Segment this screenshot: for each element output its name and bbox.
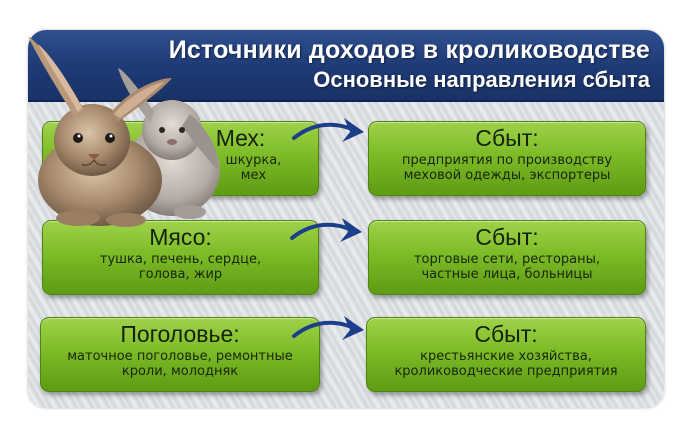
sales-title-livestock: Сбыт: [474,321,538,347]
sales-box-meat: Сбыт: торговые сети, рестораны, частные … [368,220,646,295]
sales-line: крестьянские хозяйства, [420,349,592,364]
sales-line: торговые сети, рестораны, [413,252,601,267]
source-line: голова, жир [138,267,223,282]
curved-arrow-icon [290,218,362,242]
source-title-livestock: Поголовье: [120,321,240,347]
source-line: тушка, печень, сердце, [99,252,262,267]
source-line: кроли, молодняк [121,364,239,379]
source-text-livestock: маточное поголовье, ремонтные кроли, мол… [41,349,319,379]
source-title-meat: Мясо: [149,224,212,250]
sales-line: предприятия по производству [401,153,613,168]
source-line: маточное поголовье, ремонтные [67,349,293,364]
sales-box-livestock: Сбыт: крестьянские хозяйства, кроликовод… [366,317,646,392]
source-text-fur: шкурка, мех [43,153,318,183]
source-text-meat: тушка, печень, сердце, голова, жир [43,252,318,282]
sales-text-meat: торговые сети, рестораны, частные лица, … [369,252,645,282]
source-box-meat: Мясо: тушка, печень, сердце, голова, жир [42,220,319,295]
source-title-fur: Мех: [215,125,266,151]
sales-line: меховой одежды, экспортеры [403,168,611,183]
rabbit-illustration [28,36,220,227]
source-line: мех [240,168,267,183]
sales-line: кролиководческие предприятия [394,364,618,379]
curved-arrow-icon [292,118,364,142]
sales-text-livestock: крестьянские хозяйства, кролиководческие… [367,349,645,379]
source-line: шкурка, [225,153,282,168]
sales-text-fur: предприятия по производству меховой одеж… [369,153,645,183]
source-box-livestock: Поголовье: маточное поголовье, ремонтные… [40,317,320,392]
curved-arrow-icon [292,316,364,340]
page-title: Источники доходов в кролиководстве [168,36,650,64]
sales-box-fur: Сбыт: предприятия по производству мехово… [368,121,646,196]
sales-line: частные лица, больницы [421,267,593,282]
sales-title-meat: Сбыт: [475,224,539,250]
sales-title-fur: Сбыт: [475,125,539,151]
page-subtitle: Основные направления сбыта [313,67,650,92]
